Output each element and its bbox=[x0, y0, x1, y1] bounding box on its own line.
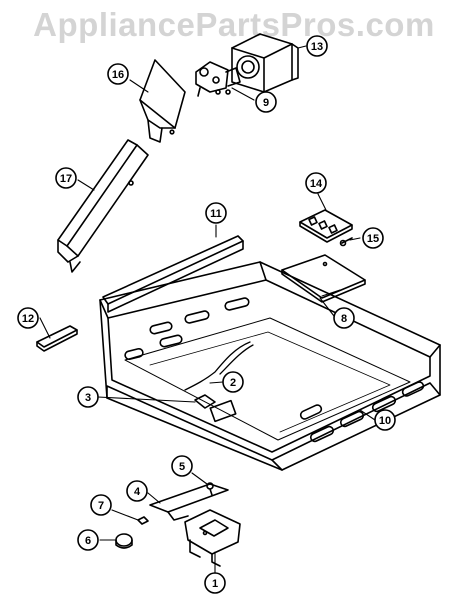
callout-11: 11 bbox=[205, 202, 227, 224]
callout-label: 5 bbox=[179, 461, 185, 473]
callout-label: 15 bbox=[367, 233, 379, 245]
callout-label: 4 bbox=[134, 486, 141, 498]
callout-label: 12 bbox=[22, 313, 34, 325]
callout-10: 10 bbox=[374, 409, 396, 431]
clip-part-7 bbox=[137, 516, 149, 525]
valve-part-9 bbox=[195, 61, 241, 97]
callout-label: 11 bbox=[210, 208, 222, 220]
cover-plate-part-8 bbox=[281, 254, 366, 303]
rail-part-11 bbox=[102, 235, 244, 313]
callout-label: 10 bbox=[379, 415, 391, 427]
screw-part-15 bbox=[339, 237, 353, 247]
callout-label: 8 bbox=[341, 313, 347, 325]
callout-2: 2 bbox=[222, 371, 244, 393]
callout-label: 2 bbox=[230, 377, 236, 389]
callout-label: 13 bbox=[311, 41, 323, 53]
callout-label: 14 bbox=[310, 178, 323, 190]
base-tray bbox=[99, 261, 441, 471]
blower-part-13 bbox=[231, 33, 299, 93]
callout-13: 13 bbox=[306, 35, 328, 57]
callout-3: 3 bbox=[77, 386, 99, 408]
callout-8: 8 bbox=[333, 307, 355, 329]
cap-part-6 bbox=[115, 533, 133, 549]
callout-label: 16 bbox=[112, 69, 124, 81]
callout-label: 17 bbox=[60, 173, 72, 185]
callout-label: 1 bbox=[212, 578, 218, 590]
strap-part-4 bbox=[149, 483, 229, 521]
bracket-part-16 bbox=[139, 59, 186, 143]
channel-part-17 bbox=[57, 139, 149, 273]
leader-lines bbox=[39, 45, 376, 574]
circuit-board-part-14 bbox=[299, 209, 353, 243]
callout-label: 9 bbox=[263, 97, 269, 109]
callout-5: 5 bbox=[171, 455, 193, 477]
callout-7: 7 bbox=[90, 494, 112, 516]
callout-15: 15 bbox=[362, 227, 384, 249]
callout-label: 7 bbox=[98, 500, 104, 512]
callout-17: 17 bbox=[55, 167, 77, 189]
callout-6: 6 bbox=[77, 529, 99, 551]
callout-12: 12 bbox=[17, 307, 39, 329]
callout-16: 16 bbox=[107, 63, 129, 85]
callouts: 1 2 3 4 5 6 7 bbox=[17, 35, 396, 594]
callout-1: 1 bbox=[204, 572, 226, 594]
callout-9: 9 bbox=[255, 91, 277, 113]
igniter-bracket-part-1 bbox=[184, 509, 241, 567]
watermark-logo: AppliancePartsPros.com bbox=[33, 6, 435, 43]
callout-14: 14 bbox=[305, 172, 327, 194]
callout-label: 3 bbox=[85, 392, 91, 404]
bracket-part-12 bbox=[36, 325, 78, 352]
callout-label: 6 bbox=[85, 535, 91, 547]
screw-part-5 bbox=[206, 482, 214, 496]
callout-4: 4 bbox=[126, 480, 148, 502]
